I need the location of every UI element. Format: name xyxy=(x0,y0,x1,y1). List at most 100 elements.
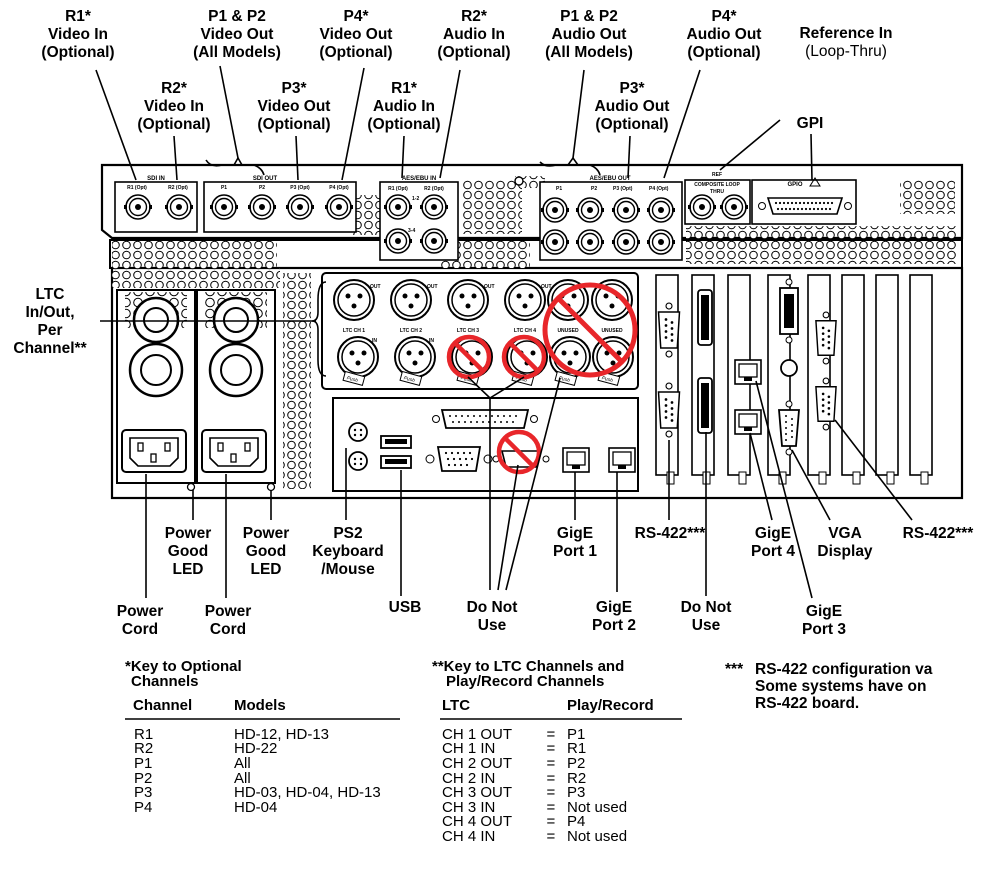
rs422-note-line-2: Some systems have on xyxy=(755,678,989,695)
ltc-ch3-out-xlr[interactable] xyxy=(448,280,488,320)
text: (Loop-Thru) xyxy=(786,43,906,61)
table-cell: HD-22 xyxy=(234,742,381,757)
unused-label-2: UNUSED xyxy=(601,328,623,334)
aes-p2-label: P2 xyxy=(591,186,597,192)
text: Audio In xyxy=(424,26,524,44)
text: Power xyxy=(110,603,170,621)
text: (Optional) xyxy=(424,44,524,62)
text: USB xyxy=(380,599,430,617)
power-cord-socket-1[interactable] xyxy=(122,430,186,472)
unused-label-1: UNUSED xyxy=(557,328,579,334)
table-cell: All xyxy=(234,757,381,772)
thru-label: THRU xyxy=(710,189,724,195)
gpio-connector[interactable] xyxy=(768,198,842,214)
text: (All Models) xyxy=(534,44,644,62)
p1-label: P1 xyxy=(221,185,227,191)
rs422-note: *** RS-422 configuration va Some systems… xyxy=(725,661,989,712)
ltc-ch2-in-xlr[interactable] xyxy=(395,337,435,377)
text: RS-422*** xyxy=(620,525,720,543)
gpio-group: GPIO xyxy=(752,178,856,224)
svideo-port[interactable] xyxy=(781,360,797,376)
ltc-ch2-label: LTC CH 2 xyxy=(400,328,422,334)
callout-gpi: GPI xyxy=(780,115,840,133)
aes-p1-label: P1 xyxy=(556,186,562,192)
power-good-led-2 xyxy=(268,484,275,491)
ref-label: REF xyxy=(712,172,722,178)
text: P1 & P2 xyxy=(534,8,644,26)
sdi-out-label: SDI OUT xyxy=(253,176,278,182)
ltc-ch1-out-xlr[interactable] xyxy=(334,280,374,320)
text: Power xyxy=(158,525,218,543)
ltc-ch2-out-xlr[interactable] xyxy=(391,280,431,320)
key-optional-table: Channel Models R1HD-12, HD-13 R2HD-22 P1… xyxy=(125,699,381,815)
text: Port 3 xyxy=(784,621,864,639)
text: Video Out xyxy=(306,26,406,44)
callout-p1p2-video-out: P1 & P2 Video Out (All Models) xyxy=(182,8,292,62)
sdi-in-group: SDI IN R1 (Opt) R2 (Opt) xyxy=(115,176,197,232)
header-channel: Channel xyxy=(125,699,234,714)
text: Keyboard xyxy=(303,543,393,561)
power-supply-2 xyxy=(197,290,275,491)
callout-vga-display: VGA Display xyxy=(810,525,880,561)
text: In/Out, xyxy=(0,304,100,322)
parallel-port[interactable] xyxy=(442,410,528,428)
power-good-led-1 xyxy=(188,484,195,491)
p2-label: P2 xyxy=(259,185,265,191)
key-ltc-channels: **Key to LTC Channels and Play/Record Ch… xyxy=(432,660,692,845)
aes-in-group: AES/EBU IN R1 (Opt) R2 (Opt) 1-2 3-4 xyxy=(380,176,458,260)
rs422-note-line-3: RS-422 board. xyxy=(755,695,989,712)
rs422-note-marker: *** xyxy=(725,661,743,678)
gige-port-1[interactable] xyxy=(563,448,589,472)
gige-port-3[interactable] xyxy=(735,410,761,434)
callout-ps2: PS2 Keyboard /Mouse xyxy=(303,525,393,579)
text: LED xyxy=(236,561,296,579)
aes-in-12-label: 1-2 xyxy=(412,196,419,202)
callout-power-good-led-2: Power Good LED xyxy=(236,525,296,579)
power-cord-socket-2[interactable] xyxy=(202,430,266,472)
table-row: R2HD-22 xyxy=(125,742,381,757)
text: Port 1 xyxy=(540,543,610,561)
ltc-ch4-label: LTC CH 4 xyxy=(514,328,536,334)
text: Video In xyxy=(28,26,128,44)
r2-opt-label: R2 (Opt) xyxy=(168,185,188,191)
callout-power-good-led-1: Power Good LED xyxy=(158,525,218,579)
ltc-ch4-out-xlr[interactable] xyxy=(505,280,545,320)
gige-port-4[interactable] xyxy=(735,360,761,384)
sdi-out-group: SDI OUT P1 P2 P3 (Opt) P4 (Opt) xyxy=(204,176,356,232)
ltc-ch1-label: LTC CH 1 xyxy=(343,328,365,334)
gige-port-2[interactable] xyxy=(609,448,635,472)
aes-r1-label: R1 (Opt) xyxy=(388,186,408,192)
text: R1* xyxy=(354,80,454,98)
text: Display xyxy=(810,543,880,561)
text: Channel** xyxy=(0,340,100,358)
text: GigE xyxy=(574,599,654,617)
text: Good xyxy=(158,543,218,561)
r1-opt-label: R1 (Opt) xyxy=(127,185,147,191)
text: (Optional) xyxy=(124,116,224,134)
text: Video In xyxy=(124,98,224,116)
callout-r2-video-in: R2* Video In (Optional) xyxy=(124,80,224,134)
text: RS-422*** xyxy=(888,525,988,543)
text: (Optional) xyxy=(674,44,774,62)
text: P3* xyxy=(582,80,682,98)
table-row: CH 4 IN=Not used xyxy=(432,830,654,845)
vga-display-port[interactable] xyxy=(779,410,799,446)
header-ltc: LTC xyxy=(432,699,567,714)
text: Port 4 xyxy=(738,543,808,561)
key-ltc-title-2: Play/Record Channels xyxy=(432,675,692,690)
table-cell: Not used xyxy=(567,830,654,845)
ps2-mouse-port[interactable] xyxy=(349,452,367,470)
aes-out-label: AES/EBU OUT xyxy=(589,176,630,182)
callout-gige-port1: GigE Port 1 xyxy=(540,525,610,561)
key-optional-channels: *Key to Optional Channels Channel Models… xyxy=(125,660,405,815)
text: Do Not xyxy=(664,599,748,617)
text: (Optional) xyxy=(354,116,454,134)
callout-do-not-use-1: Do Not Use xyxy=(450,599,534,635)
callout-do-not-use-2: Do Not Use xyxy=(664,599,748,635)
table-row: P4HD-04 xyxy=(125,801,381,816)
text: (Optional) xyxy=(582,116,682,134)
text: GigE xyxy=(784,603,864,621)
callout-rs422-1: RS-422*** xyxy=(620,525,720,543)
ps2-keyboard-port[interactable] xyxy=(349,423,367,441)
ltc-ch1-in-xlr[interactable] xyxy=(338,337,378,377)
